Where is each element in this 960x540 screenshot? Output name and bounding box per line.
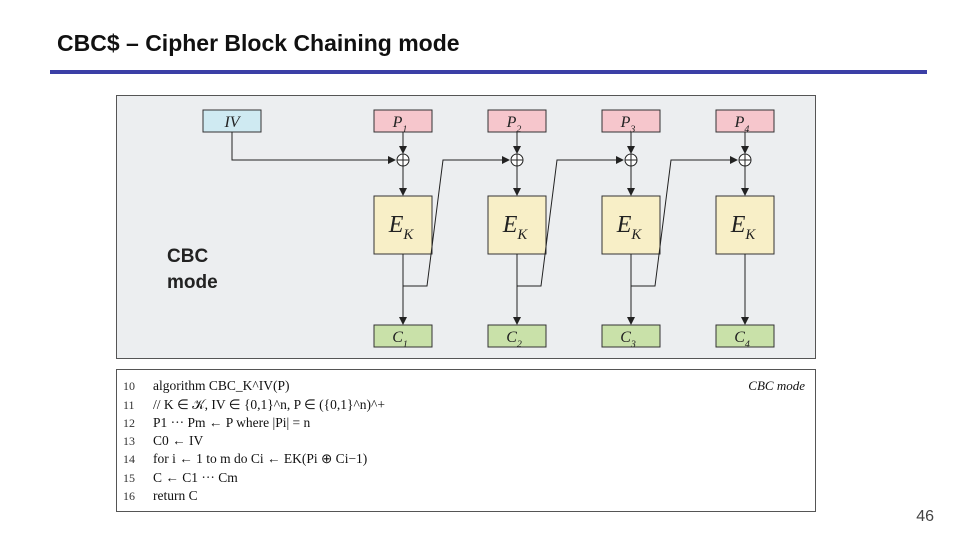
line-number: 11 <box>123 398 135 412</box>
ciphertext-box-2 <box>487 324 547 348</box>
ciphertext-label-1: C1 <box>392 329 408 350</box>
algorithm-code: return C <box>153 488 198 503</box>
slide-title: CBC$ – Cipher Block Chaining mode <box>57 30 460 56</box>
chain-arrow-3 <box>631 156 738 287</box>
line-number: 12 <box>123 416 135 430</box>
algorithm-line: 16 return C <box>117 488 815 506</box>
title-underline <box>50 70 927 74</box>
algorithm-mode-tag: CBC mode <box>748 378 805 393</box>
chain-arrow-1 <box>403 156 510 287</box>
page-number: 46 <box>916 508 934 525</box>
plaintext-label-4: P4 <box>734 114 750 135</box>
ciphertext-box-3 <box>601 324 661 348</box>
algorithm-line: 13 C0 ← IV <box>117 433 815 451</box>
algorithm-code: for i ← 1 to m do Ci ← EK(Pi ⊕ Ci−1) <box>153 451 368 466</box>
algorithm-code: algorithm CBC_K^IV(P) <box>153 378 290 393</box>
algorithm-line: 15 C ← C1 ··· Cm <box>117 470 815 488</box>
line-number: 15 <box>123 471 135 485</box>
iv-to-xor-arrow <box>231 132 396 164</box>
algorithm-code: C0 ← IV <box>153 433 204 448</box>
algorithm-line: 11 // K ∈ 𝒦, IV ∈ {0,1}^n, P ∈ ({0,1}^n)^… <box>117 397 815 415</box>
algorithm-line: 14 for i ← 1 to m do Ci ← EK(Pi ⊕ Ci−1) <box>117 451 815 469</box>
line-number: 13 <box>123 434 135 448</box>
algorithm-code: C ← C1 ··· Cm <box>153 470 238 485</box>
plaintext-label-3: P3 <box>620 114 636 135</box>
cbc-mode-label-line1: CBC <box>167 246 208 267</box>
plaintext-label-2: P2 <box>506 114 522 135</box>
ciphertext-label-2: C2 <box>506 329 522 350</box>
chain-arrow-2 <box>517 156 624 287</box>
cipher-label-4: EK <box>730 212 757 243</box>
line-number: 14 <box>123 452 135 466</box>
cbc-mode-label-line2: mode <box>167 272 218 293</box>
algorithm-panel: CBC mode 10 algorithm CBC_K^IV(P) 11 // K ∈… <box>116 369 816 512</box>
cipher-box-4 <box>715 195 775 255</box>
algorithm-line: 10 algorithm CBC_K^IV(P) <box>117 378 815 396</box>
cipher-label-3: EK <box>616 212 643 243</box>
ciphertext-label-4: C4 <box>734 329 750 350</box>
plaintext-label-1: P1 <box>392 114 408 135</box>
line-number: 10 <box>123 379 135 393</box>
ciphertext-label-3: C3 <box>620 329 636 350</box>
algorithm-code: // K ∈ 𝒦, IV ∈ {0,1}^n, P ∈ ({0,1}^n)^+ <box>153 397 385 412</box>
iv-label: IV <box>223 114 241 131</box>
ciphertext-box-4 <box>715 324 775 348</box>
line-number: 16 <box>123 489 135 503</box>
cipher-box-2 <box>487 195 547 255</box>
cipher-box-3 <box>601 195 661 255</box>
cipher-label-1: EK <box>388 212 415 243</box>
ciphertext-box-1 <box>373 324 433 348</box>
cipher-label-2: EK <box>502 212 529 243</box>
cipher-box-1 <box>373 195 433 255</box>
algorithm-code: P1 ··· Pm ← P where |Pi| = n <box>153 415 311 430</box>
algorithm-line: 12 P1 ··· Pm ← P where |Pi| = n <box>117 415 815 433</box>
